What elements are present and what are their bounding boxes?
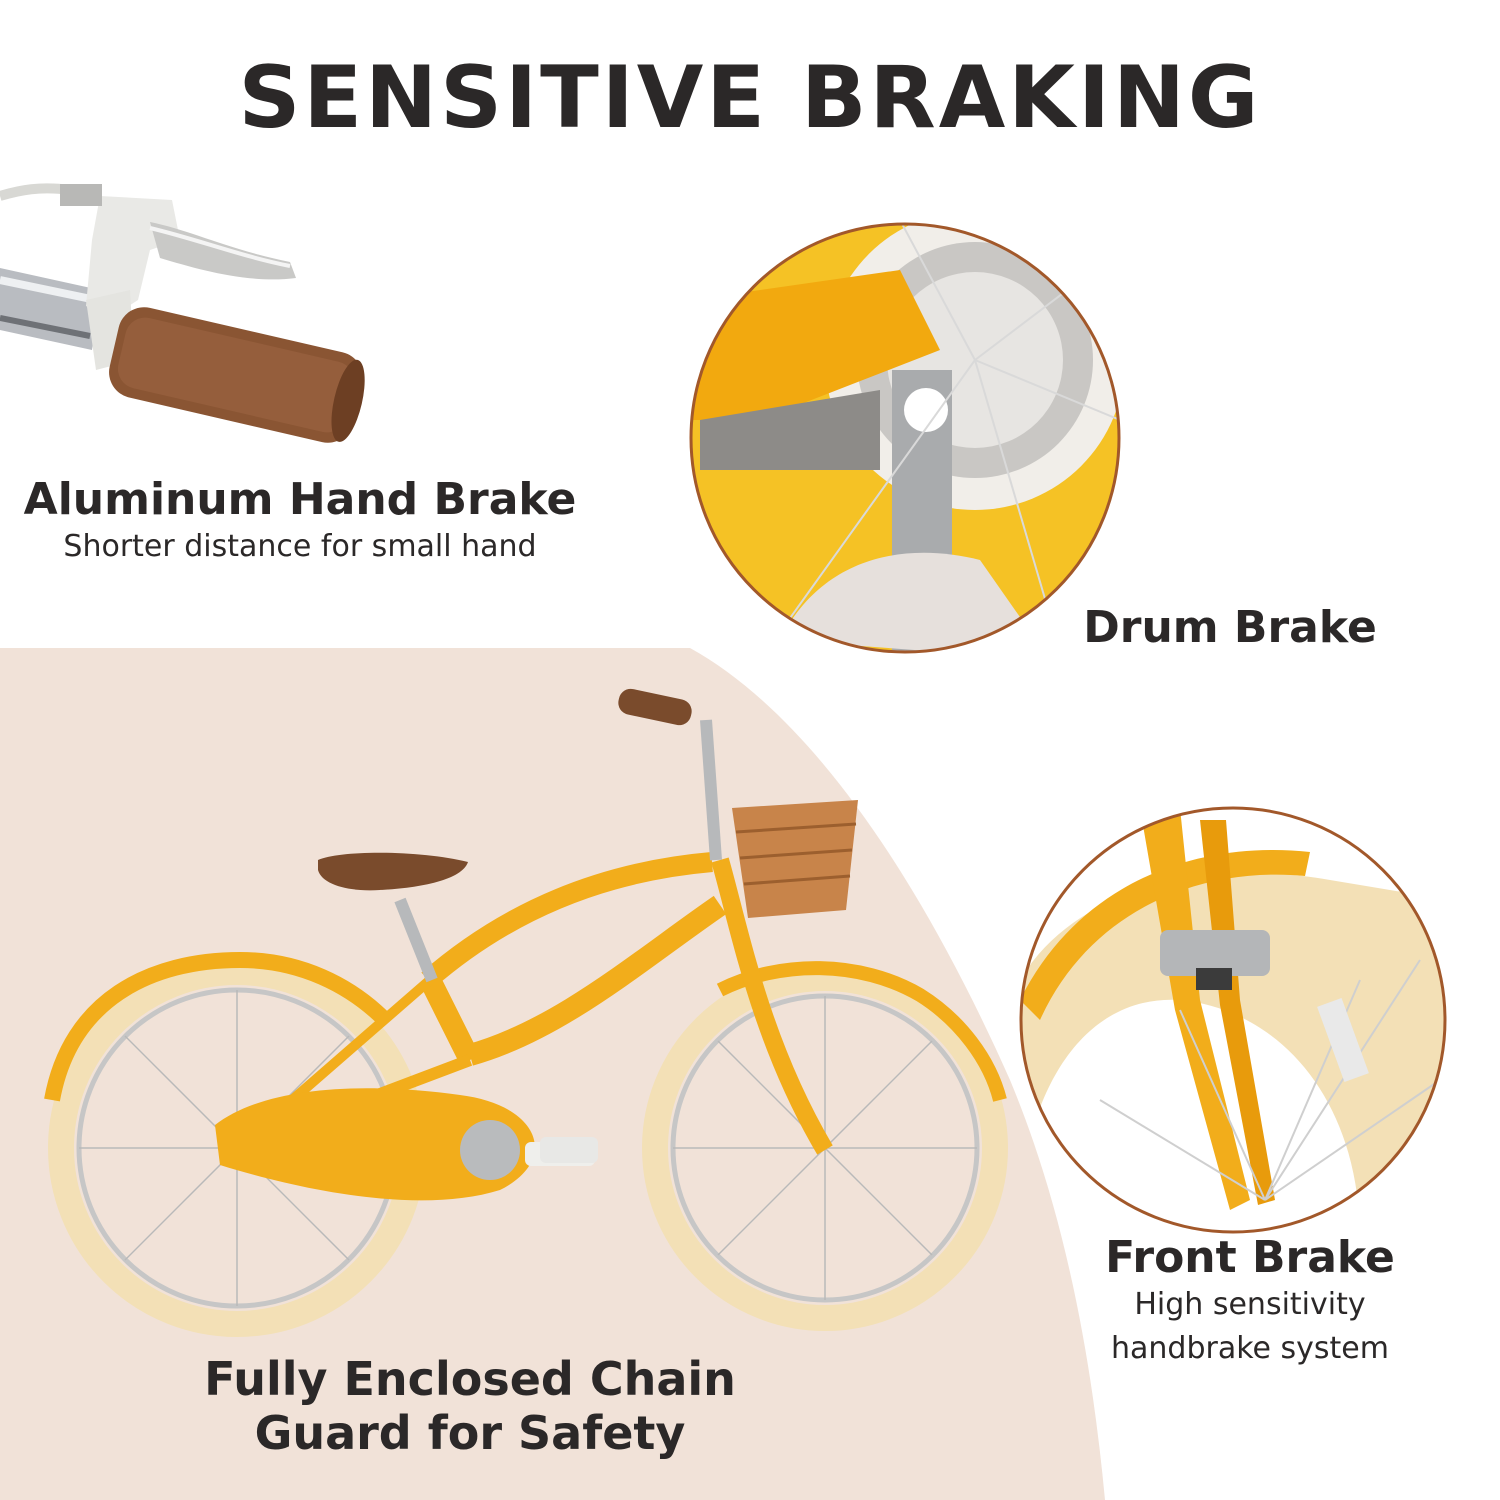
front-brake-title: Front Brake — [1105, 1232, 1395, 1283]
headline: SENSITIVE BRAKING — [238, 48, 1262, 148]
drum-brake-caption: Drum Brake — [1060, 602, 1400, 653]
chain-guard-caption: Fully Enclosed Chain Guard for Safety — [160, 1352, 780, 1460]
bicycle-image — [44, 688, 1008, 1337]
drum-brake-title: Drum Brake — [1083, 602, 1377, 653]
front-brake-caption: Front Brake High sensitivity handbrake s… — [1060, 1232, 1440, 1371]
hand-brake-image — [0, 183, 365, 443]
hand-brake-subtitle: Shorter distance for small hand — [63, 529, 537, 564]
front-brake-subtitle-line1: High sensitivity — [1134, 1287, 1366, 1322]
front-brake-image — [1019, 806, 1447, 1234]
drum-brake-image — [689, 222, 1121, 654]
chain-guard-title-line2: Guard for Safety — [254, 1406, 686, 1460]
hand-brake-caption: Aluminum Hand Brake Shorter distance for… — [0, 474, 600, 569]
front-brake-subtitle-line2: handbrake system — [1111, 1331, 1389, 1366]
chain-guard-title-line1: Fully Enclosed Chain — [204, 1352, 736, 1406]
hand-brake-title: Aluminum Hand Brake — [23, 474, 577, 525]
